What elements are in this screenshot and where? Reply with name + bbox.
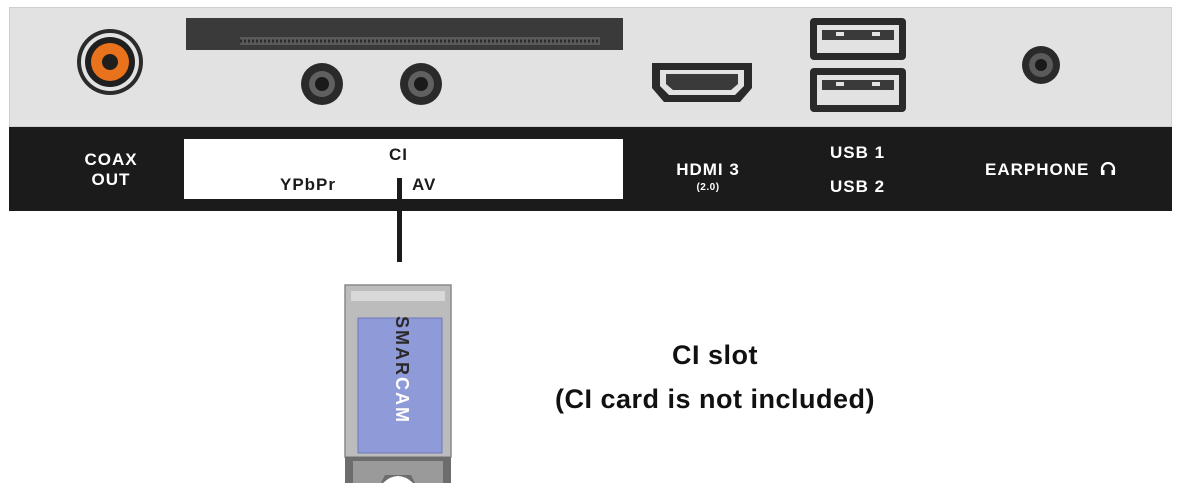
hdmi-label: HDMI 3 [676, 160, 740, 179]
usb-port-1[interactable] [810, 18, 906, 60]
coax-label-line1: COAX [84, 150, 138, 169]
ci-card-label-dark: SMAR [392, 316, 412, 377]
port-drawings [77, 18, 1060, 112]
headphone-icon [1100, 161, 1116, 175]
earphone-label: EARPHONE [985, 160, 1116, 180]
av-label: AV [412, 175, 437, 194]
ci-label: CI [389, 145, 408, 164]
ci-slot[interactable] [186, 18, 623, 50]
caption-note: (CI card is not included) [554, 384, 876, 414]
coax-label: COAX OUT [78, 150, 144, 190]
earphone-label-text: EARPHONE [985, 160, 1090, 179]
hdmi-version-label: (2.0) [696, 182, 720, 193]
ci-card-label: SMARCAM [386, 316, 412, 446]
ypbpr-label: YPbPr [280, 175, 337, 194]
usb-port-2[interactable] [810, 68, 906, 112]
ci-card[interactable] [343, 283, 453, 483]
coax-label-line2: OUT [91, 170, 131, 189]
av-jack[interactable] [400, 63, 442, 105]
ci-label-box: CI YPbPr AV [184, 139, 623, 199]
hdmi-port[interactable] [652, 63, 752, 102]
earphone-jack[interactable] [1022, 46, 1060, 84]
coax-port[interactable] [77, 29, 143, 95]
ci-card-label-light: CAM [392, 377, 412, 424]
usb2-label: USB 2 [830, 177, 886, 196]
ci-connector-line [397, 178, 402, 262]
ypbpr-jack[interactable] [301, 63, 343, 105]
usb1-label: USB 1 [830, 143, 886, 162]
caption-title: CI slot [671, 340, 758, 370]
